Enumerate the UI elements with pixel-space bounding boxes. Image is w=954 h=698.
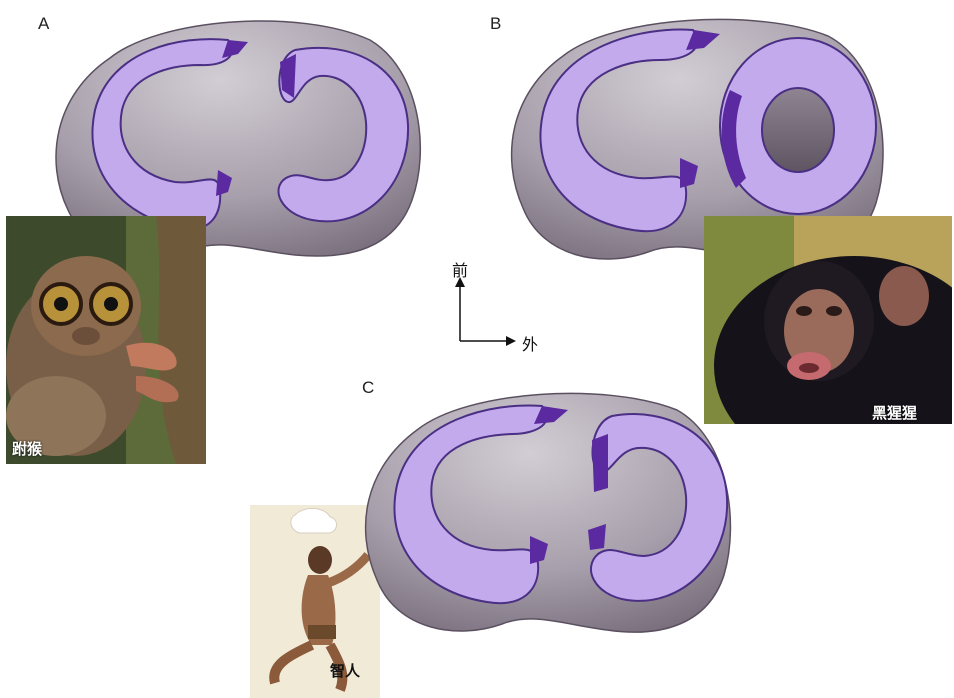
- panel-a-letter: A: [38, 14, 49, 34]
- lateral-label: 外: [522, 331, 538, 355]
- panel-b-letter: B: [490, 14, 501, 34]
- orientation-indicator: 前 外: [440, 255, 550, 355]
- tarsier-photo: 跗猴: [6, 216, 206, 464]
- tarsier-label: 跗猴: [12, 438, 42, 459]
- plateau-c: [362, 380, 742, 640]
- lateral-meniscus-b-center: [762, 88, 834, 172]
- lateral-anterior-insertion-c: [592, 434, 608, 492]
- homo-sapiens-photo: [250, 505, 380, 698]
- anterior-label: 前: [452, 257, 468, 281]
- chimpanzee-label: 黑猩猩: [872, 402, 917, 423]
- homo-sapiens-label: 智人: [330, 660, 360, 681]
